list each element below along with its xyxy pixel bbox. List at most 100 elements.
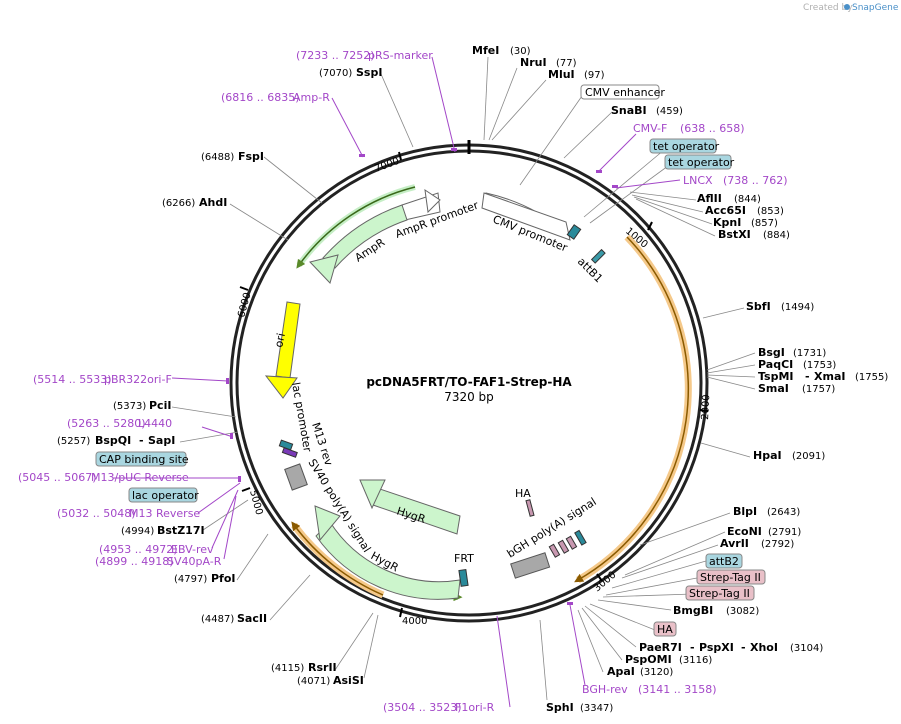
feature-cmv-promoter: CMV promoter [481,192,571,255]
primer-callout-lines [113,56,681,708]
boxed-lac-operator: lac operator [132,489,199,502]
primer-m13puc-range: (5045 .. 5067) [18,471,97,484]
site-bspqi: BspQI [95,434,131,447]
boxed-ha: HA [657,623,673,636]
feature-ampr: AmpR [309,204,408,284]
site-pcii: PciI [149,399,171,412]
primer-bgh-name: BGH-rev [582,683,628,696]
orf-ampr-arrow [296,186,416,269]
primer-m13rev-range: (5032 .. 5048) [57,507,136,520]
site-fspi: FspI [238,150,264,163]
site-pcii-pos: (5373) [113,401,146,412]
primer-f1ori-name: F1ori-R [455,701,495,714]
site-econi-pos: (2791) [768,527,801,538]
site-bspqi-pos: (5257) [57,436,90,447]
svg-text:-: - [741,641,746,654]
boxed-tet-operator-1: tet operator [653,140,720,153]
site-avrii: AvrII [720,537,749,550]
boxed-strep-tag-1: Strep-Tag II [700,571,761,584]
primer-labels: (7233 .. 7252) pRS-marker (6816 .. 6835)… [18,49,788,714]
site-pfoi-pos: (4797) [174,574,207,585]
feature-label-ha: HA [515,487,531,500]
feature-frt-block [458,568,469,587]
tick-2000: 2000 [700,394,712,420]
plasmid-name: pcDNA5FRT/TO-FAF1-Strep-HA [366,375,572,389]
site-sbfi: SbfI [746,300,771,313]
site-smai-pos: (1757) [802,384,835,395]
site-sspi-pos: (7070) [319,68,352,79]
credit-prefix: Created by [803,3,853,13]
feature-hygr-upper: HygR [359,479,461,535]
site-hpai-pos: (2091) [792,451,825,462]
site-kpni: KpnI [713,216,741,229]
site-paqci: PaqCI [758,358,793,371]
site-bsgi: BsgI [758,346,785,359]
site-sphi: SphI [546,701,574,714]
site-apai: ApaI [607,665,635,678]
feature-strep-ha-blocks [548,529,587,558]
boxed-labels: CMV enhancer tet operator tet operator C… [95,84,766,637]
tick-4000: 4000 [402,616,427,627]
site-mfei-pos: (30) [510,46,531,57]
feature-label-frt: FRT [454,552,474,565]
site-acc65i: Acc65I [705,204,746,217]
primer-ampr-name: Amp-R [293,91,330,104]
site-pspxi: PspXI [699,641,734,654]
site-snabi-pos: (459) [656,106,683,117]
site-acc65i-pos: (853) [757,206,784,217]
primer-lncx-name: LNCX [683,174,713,187]
plasmid-size: 7320 bp [444,390,494,404]
site-bsgi-pos: (1731) [793,348,826,359]
site-hpai: HpaI [753,449,782,462]
primer-pbr-range: (5514 .. 5533) [33,373,112,386]
enzyme-site-labels: MfeI (30) NruI (77) MluI (97) SnaBI (459… [57,44,888,714]
site-rsrii: RsrII [308,661,337,674]
site-bstxi: BstXI [718,228,751,241]
site-irui: NruI [520,56,547,69]
site-rsrii-pos: (4115) [271,663,304,674]
site-mfei: MfeI [472,44,499,57]
site-apai-pos: (3120) [640,667,673,678]
feature-label-attb1: attB1 [575,255,605,285]
primer-cmvf-name: CMV-F [633,122,667,135]
site-irui-pos: (77) [556,58,577,69]
site-aflii: AflII [697,192,722,205]
site-paer7i: PaeR7I [639,641,682,654]
primer-marks [226,148,618,605]
primer-prs-name: pRS-marker [368,49,433,62]
boxed-tet-operator-2: tet operator [668,156,735,169]
primer-lncx-range: (738 .. 762) [723,174,788,187]
site-avrii-pos: (2792) [761,539,794,550]
boxed-strep-tag-2: Strep-Tag II [689,587,750,600]
primer-sv40pa-range: (4899 .. 4918) [95,555,174,568]
feature-ampr-promoter: AmpR promoter [394,188,481,241]
site-pspomi: PspOMI [625,653,672,666]
feature-label-ori: ori [272,332,288,349]
site-tspmi-pos: (1755) [855,372,888,383]
feature-attb1-block [590,248,606,264]
svg-text:-: - [139,434,144,447]
site-bmgbi: BmgBI [673,604,713,617]
snapgene-logo-icon [844,4,850,10]
site-paer7i-pos: (3104) [790,643,823,654]
orf-faf1-arrow [574,236,690,583]
primer-pbr-name: pBR322ori-F [104,373,172,386]
site-sapi: SapI [148,434,175,447]
site-pfoi: PfoI [211,572,236,585]
site-blpi-pos: (2643) [767,507,800,518]
site-xmai: XmaI [814,370,845,383]
primer-ampr-range: (6816 .. 6835) [221,91,300,104]
site-fspi-pos: (6488) [201,152,234,163]
primer-m13rev-name: M13 Reverse [129,507,200,520]
tick-5000: 5000 [247,489,264,516]
site-mlui-pos: (97) [584,70,605,81]
site-pspomi-pos: (3116) [679,655,712,666]
primer-sv40pa-name: SV40pA-R [167,555,222,568]
site-econi: EcoNI [727,525,762,538]
site-asisi-pos: (4071) [297,676,330,687]
credit-brand: SnapGene [852,3,899,13]
site-mlui: MluI [548,68,575,81]
primer-ebv-name: EBV-rev [171,543,214,556]
site-bstxi-pos: (884) [763,230,790,241]
